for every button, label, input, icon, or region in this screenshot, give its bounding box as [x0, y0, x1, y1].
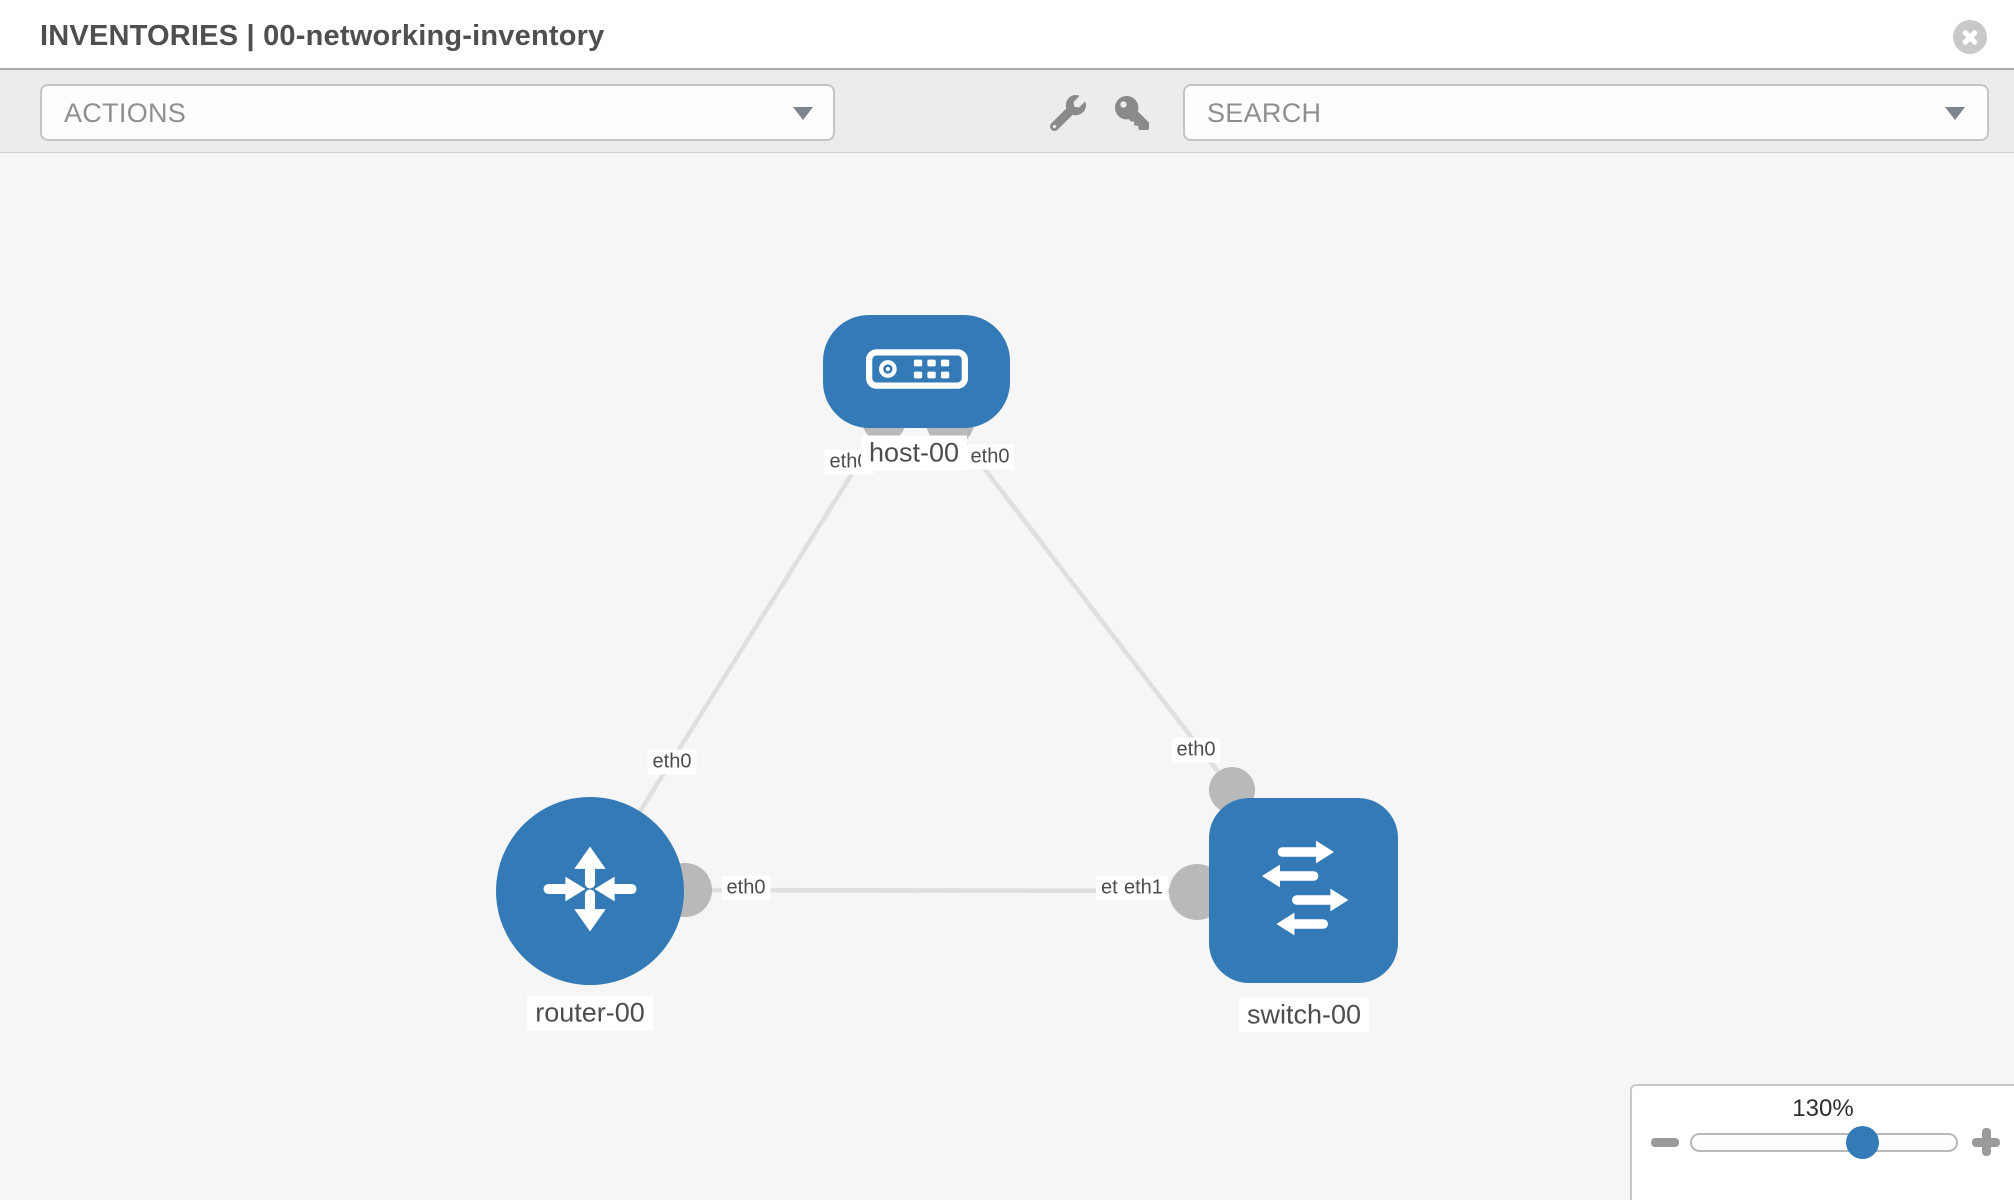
- zoom-out-icon[interactable]: [1651, 1138, 1679, 1147]
- node-label-host-00: host-00: [860, 435, 968, 471]
- key-icon: [1115, 96, 1149, 130]
- wrench-icon: [1050, 95, 1086, 131]
- interface-label: eth0: [721, 875, 771, 901]
- interface-label: eth0: [647, 749, 697, 775]
- actions-dropdown[interactable]: ACTIONS: [40, 84, 835, 141]
- search-dropdown-label: SEARCH: [1207, 98, 1322, 128]
- configure-button[interactable]: [1046, 91, 1090, 135]
- host-icon: [865, 348, 969, 395]
- interface-label: eth1: [1119, 875, 1168, 901]
- node-switch-00[interactable]: [1209, 798, 1398, 983]
- node-router-00[interactable]: [496, 797, 684, 985]
- header-bar: INVENTORIES | 00-networking-inventory: [0, 0, 2014, 70]
- topology-canvas[interactable]: eth0 host-00 eth0 eth0 eth0 eth0 eth0 et…: [0, 153, 2014, 1200]
- close-button[interactable]: [1953, 20, 1987, 54]
- zoom-slider-track[interactable]: [1690, 1133, 1958, 1152]
- switch-icon: [1244, 828, 1364, 953]
- node-label-switch-00: switch-00: [1238, 997, 1370, 1033]
- zoom-control-panel: 130%: [1630, 1084, 2014, 1200]
- toolbar: ACTIONS SEARCH: [0, 70, 2014, 153]
- node-label-router-00: router-00: [527, 995, 653, 1031]
- zoom-level-value: 130%: [1792, 1095, 1854, 1122]
- search-dropdown[interactable]: SEARCH: [1183, 84, 1989, 141]
- credentials-button[interactable]: [1110, 91, 1154, 135]
- actions-dropdown-label: ACTIONS: [64, 98, 187, 128]
- router-icon: [534, 833, 646, 950]
- chevron-down-icon: [793, 107, 813, 120]
- chevron-down-icon: [1945, 107, 1965, 120]
- interface-label: eth0: [965, 444, 1015, 470]
- zoom-in-icon[interactable]: [1972, 1128, 2000, 1156]
- page-title: INVENTORIES | 00-networking-inventory: [40, 20, 605, 52]
- zoom-slider-handle[interactable]: [1846, 1126, 1879, 1159]
- node-host-00[interactable]: [823, 315, 1010, 428]
- link-host-switch: [948, 422, 1234, 792]
- topology-edges: [580, 398, 1255, 920]
- interface-label: eth0: [1171, 737, 1221, 763]
